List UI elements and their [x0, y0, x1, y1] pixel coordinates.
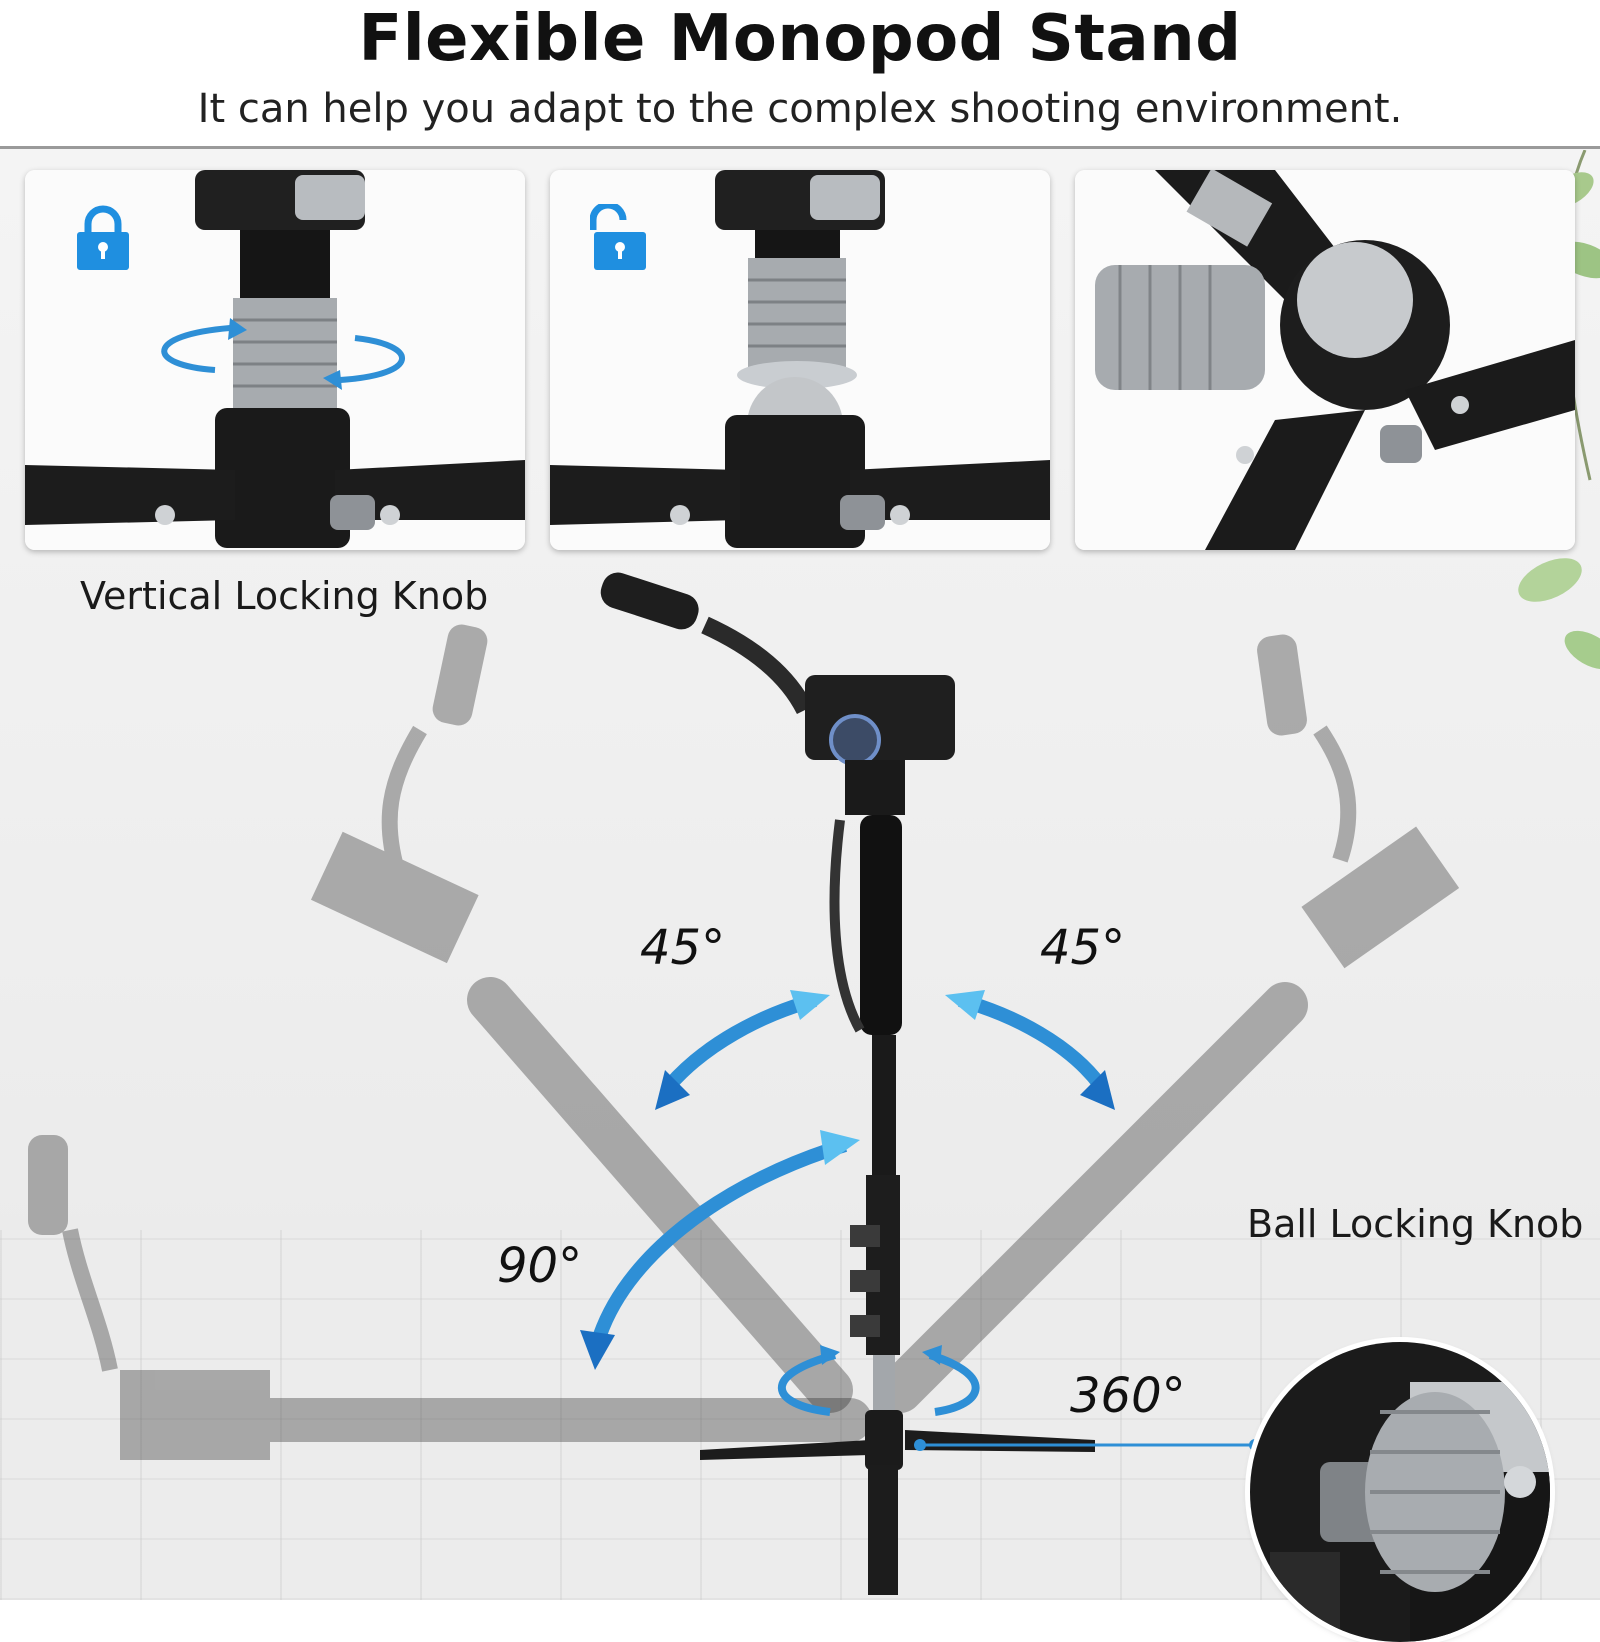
angle-rotate-label: 360°: [1070, 1368, 1186, 1424]
arrow-right-45: [945, 990, 1115, 1110]
monopod-diagram: [28, 572, 1460, 1595]
padlock-locked-icon: [77, 205, 129, 270]
angle-right-label: 45°: [1040, 920, 1126, 976]
ball-locking-knob-label: Ball Locking Knob: [1247, 1202, 1584, 1246]
angle-left-label: 45°: [640, 920, 726, 976]
arrow-down-90: [580, 1130, 860, 1370]
ghost-monopod-horizontal: [28, 1135, 872, 1460]
monopod-main: [600, 572, 1095, 1595]
panel-unlocked: [550, 170, 1050, 550]
ghost-monopod-right: [877, 634, 1460, 1413]
page-subtitle: It can help you adapt to the complex sho…: [197, 86, 1403, 132]
arrow-rotate-360: [777, 1345, 980, 1416]
panel-ball-head-closeup: [1075, 170, 1575, 550]
header-divider: [0, 146, 1600, 149]
angle-down-label: 90°: [497, 1238, 583, 1294]
ghost-monopod-left: [310, 624, 853, 1413]
ball-knob-zoom-circle: [1250, 1342, 1550, 1642]
page-title: Flexible Monopod Stand: [358, 2, 1242, 76]
header: Flexible Monopod Stand It can help you a…: [0, 0, 1600, 148]
vertical-locking-knob-label: Vertical Locking Knob: [80, 574, 489, 618]
padlock-unlocked-icon: [590, 204, 646, 270]
panel-locked: [25, 170, 525, 550]
arrow-left-45: [655, 990, 830, 1110]
